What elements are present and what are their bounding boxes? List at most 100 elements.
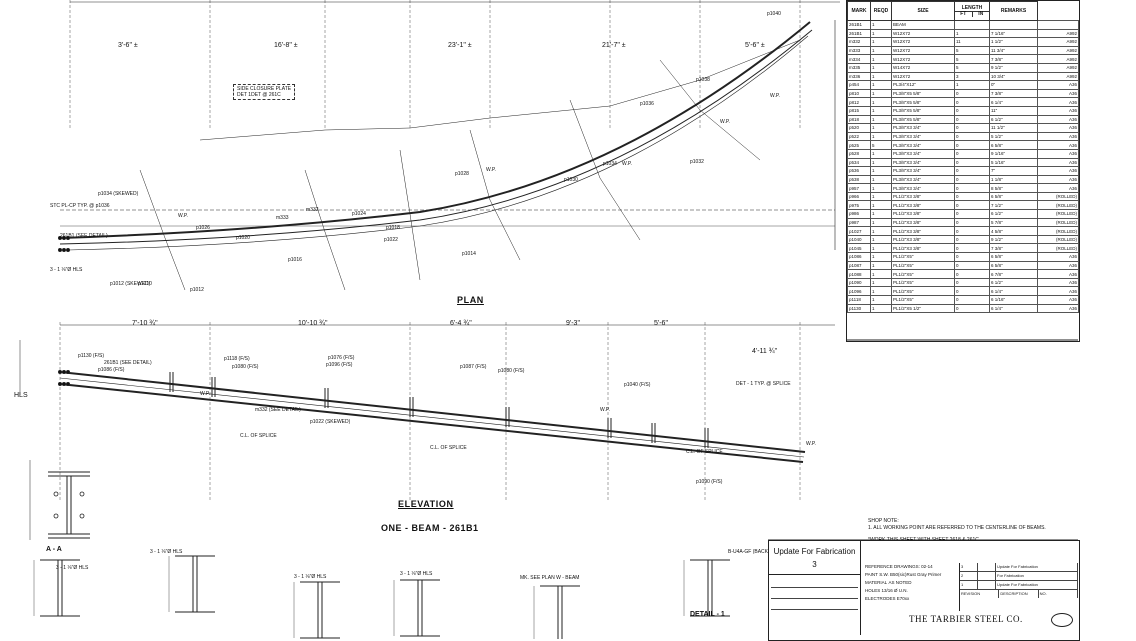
wp-label: W.P.	[770, 93, 780, 99]
bom-cell: 7 1/16"	[988, 28, 1039, 39]
section-bolt-hole	[79, 513, 85, 519]
bom-cell: 1	[870, 114, 892, 125]
bom-cell: p815	[847, 105, 871, 116]
section-cut-line	[699, 109, 761, 161]
elevation-note: p1022 (SKEWED)	[310, 419, 351, 425]
bom-cell: 1	[870, 37, 892, 47]
bom-cell: 0	[954, 140, 990, 150]
bom-cell: PL1/2"X5"	[891, 252, 955, 262]
bom-cell: 0	[954, 226, 990, 236]
bom-cell: 1	[870, 166, 892, 176]
plan-callout: p1040	[767, 11, 781, 17]
revision-cell: For Fabrication	[996, 572, 1078, 580]
bom-cell	[1037, 20, 1079, 30]
bolt-hole	[66, 247, 71, 252]
bom-cell: 1	[870, 157, 892, 168]
holes-value: 13/16 Ø U.N.	[881, 588, 908, 593]
bom-cell: 6 5/8"	[988, 140, 1039, 150]
bom-cell: p1090	[847, 277, 871, 288]
bom-cell: 0	[954, 97, 990, 107]
bom-cell: A36	[1037, 260, 1079, 271]
elevation-note: C.L. OF SPLICE	[240, 433, 277, 439]
section-cut-line	[599, 177, 641, 241]
bom-cell: 0	[954, 243, 990, 254]
bom-cell: PL1/2"X5"	[891, 286, 955, 296]
bom-cell: PL3/8"X3 3/4"	[891, 174, 955, 185]
bom-cell: 0	[954, 286, 990, 296]
bolt-hole	[66, 235, 71, 240]
bom-cell: A36	[1037, 286, 1079, 296]
bom-cell: 0	[954, 209, 990, 219]
bom-cell: A36	[1037, 97, 1079, 107]
bom-cell: p538	[847, 174, 871, 185]
plan-dimension: 23'-1" ±	[448, 42, 472, 49]
bom-cell: 1	[870, 131, 892, 142]
revision-cell: Update For Fabrication	[996, 563, 1078, 571]
beam-title: ONE - BEAM - 261B1	[381, 523, 479, 533]
bom-cell: PL3/8"X3 3/4"	[891, 166, 955, 176]
elevation-note: C.L. OF SPLICE	[686, 449, 723, 455]
detail-label: DETAIL - 1	[690, 611, 725, 618]
bom-cell: 0	[954, 303, 990, 314]
bom-cell: 0	[954, 269, 990, 279]
bom-cell	[988, 20, 1039, 30]
bom-cell: 6 1/4"	[988, 286, 1039, 296]
bom-cell: m335	[847, 62, 871, 73]
bom-cell: 0	[954, 191, 990, 202]
section-note: MK. SEE PLAN W - BEAM	[520, 575, 580, 581]
plan-callout: p1014	[462, 251, 476, 257]
bom-cell: p525	[847, 140, 871, 150]
bom-cell: 1	[870, 105, 892, 116]
material-value: AS NOTED	[888, 580, 912, 585]
bom-cell: 1	[870, 234, 892, 245]
bom-cell: p1040	[847, 234, 871, 245]
bom-cell: 11	[954, 37, 990, 47]
bom-cell: p1086	[847, 252, 871, 262]
bom-cell: 0	[954, 295, 990, 305]
elevation-callout: p1087 (F/S)	[460, 364, 487, 370]
plan-note: p1012 (SKEWED)	[110, 281, 151, 287]
bom-cell: 1	[870, 54, 892, 64]
bom-cell: 1	[870, 97, 892, 107]
title-block: Update For Fabrication 3 REFERENCE DRAWI…	[768, 540, 1080, 641]
section-a-a	[48, 471, 90, 539]
bom-cell: (ROLLED)	[1037, 191, 1079, 202]
fab-title: Update For Fabrication	[773, 547, 856, 556]
bolt-hole	[58, 369, 63, 374]
bom-cell: p522	[847, 131, 871, 142]
bolt-hole	[62, 381, 67, 386]
bom-cell: PL1/2"X5"	[891, 295, 955, 305]
bom-cell: W12X72	[891, 28, 955, 39]
bom-cell	[954, 20, 990, 30]
bom-cell: A36	[1037, 123, 1079, 133]
elevation-callout: p1118 (F/S)	[224, 356, 250, 362]
bom-cell: 11 1/2"	[988, 123, 1039, 133]
bom-cell: 5 7/8"	[988, 217, 1039, 228]
elevation-callout: p1096 (F/S)	[326, 362, 353, 368]
bolt-hole	[58, 235, 63, 240]
section-note: B-U4A-GF (BACKGOUGE)	[728, 549, 789, 555]
plan-callout: m333	[276, 215, 289, 221]
company-name: THE TARBIER STEEL CO.	[909, 614, 1023, 624]
bom-cell: 1	[954, 80, 990, 90]
elevation-label: ELEVATION	[398, 499, 454, 509]
bom-header-remarks: REMARKS	[988, 1, 1039, 21]
bom-cell: 0	[954, 217, 990, 228]
bom-cell: (ROLLED)	[1037, 200, 1079, 211]
bom-cell: 1	[870, 191, 892, 202]
revision-cell: 3	[960, 563, 978, 571]
notes-line-1: 1. ALL WORKING POINT ARE REFERRED TO THE…	[868, 525, 1046, 531]
wp-label: W.P.	[806, 441, 816, 447]
bom-cell: PL1/2"X3 3/8"	[891, 209, 955, 219]
hls-label: HLS	[14, 392, 28, 399]
fab-number: 3	[812, 560, 817, 569]
elevation-dimension: 9'-3"	[566, 320, 580, 327]
